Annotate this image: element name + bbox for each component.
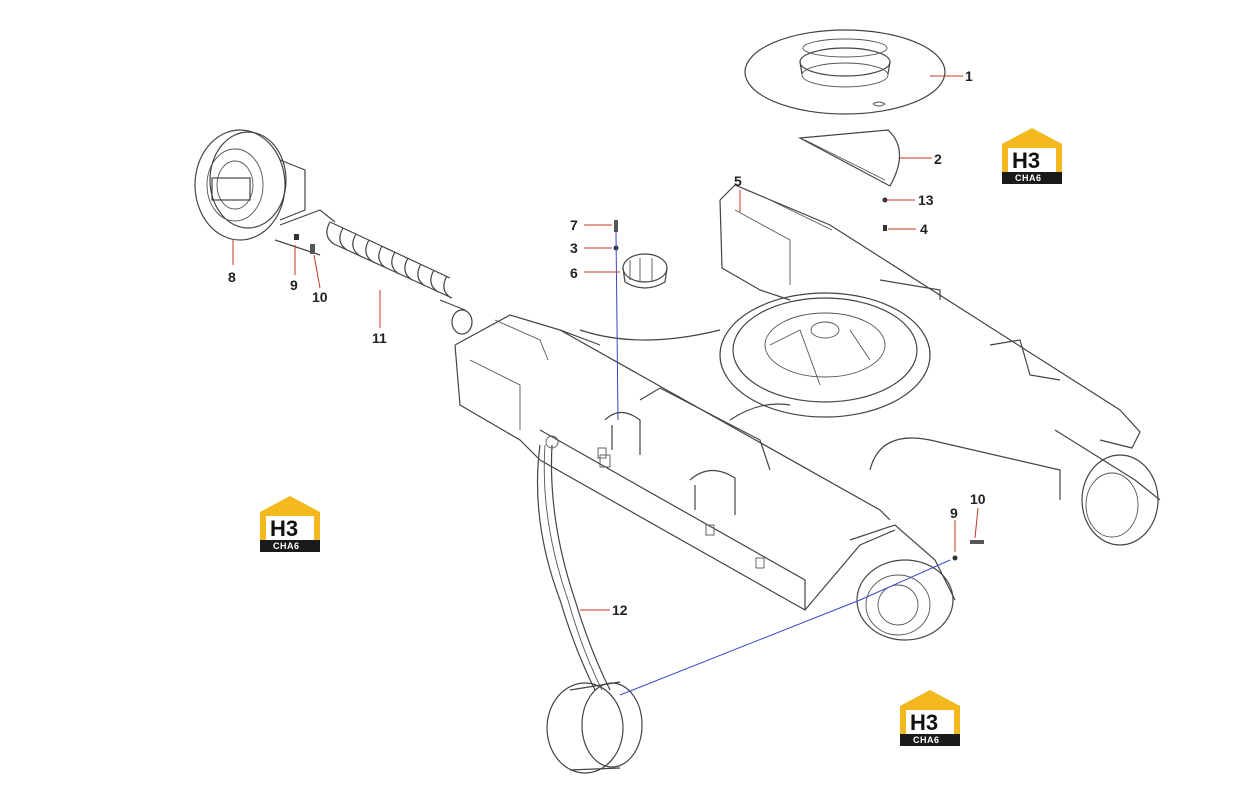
bolt-13-4-parts [882, 197, 888, 231]
bolt-9-10-right-parts [952, 540, 984, 561]
part-number-9-front: 9 [290, 277, 298, 293]
brand-logo-left: H3 CHA6 [260, 496, 320, 552]
part-number-4: 4 [920, 221, 928, 237]
svg-text:H3: H3 [1012, 148, 1040, 173]
svg-text:H3: H3 [270, 516, 298, 541]
part-number-3: 3 [570, 240, 578, 256]
part-number-10-front: 10 [312, 289, 328, 305]
svg-text:CHA6: CHA6 [273, 541, 300, 551]
part-number-9-rear: 9 [950, 505, 958, 521]
part-number-8: 8 [228, 269, 236, 285]
part-number-6: 6 [570, 265, 578, 281]
part-number-7: 7 [570, 217, 578, 233]
part-numbers: 1 2 13 4 5 7 3 6 8 9 10 11 9 10 12 [228, 68, 986, 618]
assembly-link-lines [615, 231, 951, 696]
brand-logo-top-right: H3 CHA6 [1002, 128, 1062, 184]
svg-text:CHA6: CHA6 [1015, 173, 1042, 183]
part-number-13: 13 [918, 192, 934, 208]
recoil-spring-part [274, 209, 473, 335]
cover-ring-part [744, 29, 946, 115]
svg-text:CHA6: CHA6 [913, 735, 940, 745]
part-number-2: 2 [934, 151, 942, 167]
cover-plate-part [797, 129, 901, 187]
callouts [232, 75, 979, 611]
part-number-10-rear: 10 [970, 491, 986, 507]
part-number-1: 1 [965, 68, 973, 84]
part-number-12: 12 [612, 602, 628, 618]
travel-hose-motor-part [536, 435, 643, 774]
part-number-11: 11 [372, 330, 387, 346]
swivel-joint-part [613, 220, 668, 289]
svg-text:H3: H3 [910, 710, 938, 735]
brand-logo-bottom: H3 CHA6 [900, 690, 960, 746]
main-frame-part [454, 184, 1161, 641]
idler-wheel-part [194, 129, 306, 241]
part-number-5: 5 [734, 173, 742, 189]
